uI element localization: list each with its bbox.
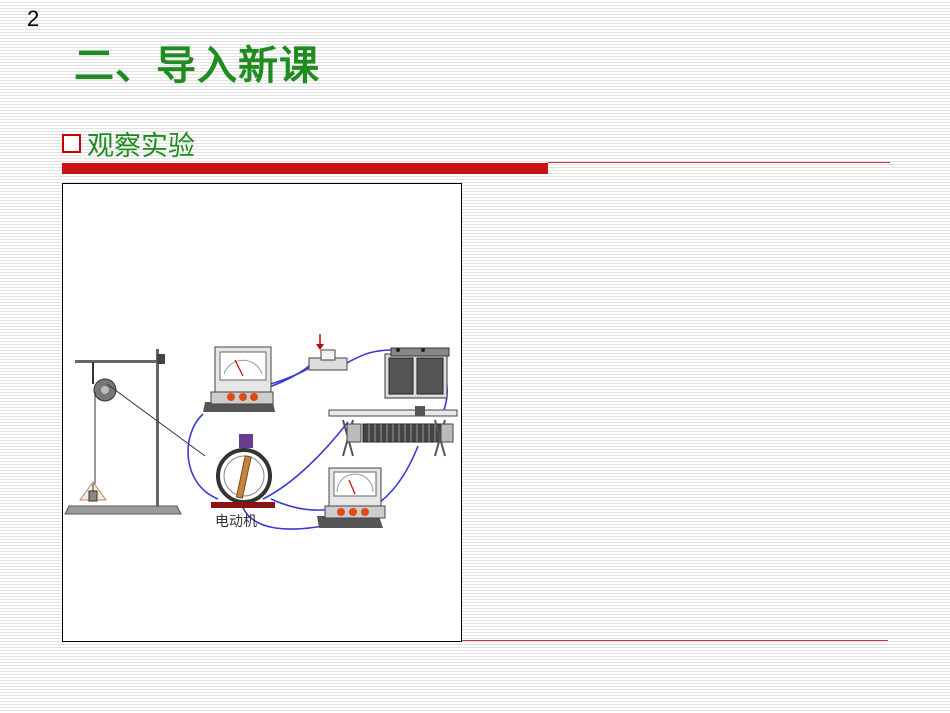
experiment-figure: 电动机 <box>62 183 462 642</box>
hollow-square-bullet-icon <box>62 134 81 153</box>
red-divider-line-top <box>548 162 890 163</box>
section-heading: 观察实验 <box>62 124 195 163</box>
pulley-icon <box>93 378 206 484</box>
ammeter-icon <box>203 346 275 412</box>
ring-stand-icon <box>64 349 182 515</box>
switch-icon <box>308 334 348 371</box>
weight-icon <box>79 481 107 502</box>
motor-icon: 电动机 <box>211 434 275 530</box>
battery-icon <box>384 347 450 399</box>
voltmeter-icon <box>317 467 386 528</box>
circuit-diagram: 电动机 <box>64 334 458 530</box>
slide-title: 二、导入新课 <box>74 43 320 89</box>
red-divider-bar <box>62 163 548 174</box>
motor-label: 电动机 <box>215 514 257 530</box>
red-divider-line-bottom <box>462 640 888 641</box>
slide-number: 2 <box>27 6 40 31</box>
section-label: 观察实验 <box>87 131 195 162</box>
rheostat-icon <box>328 406 458 457</box>
